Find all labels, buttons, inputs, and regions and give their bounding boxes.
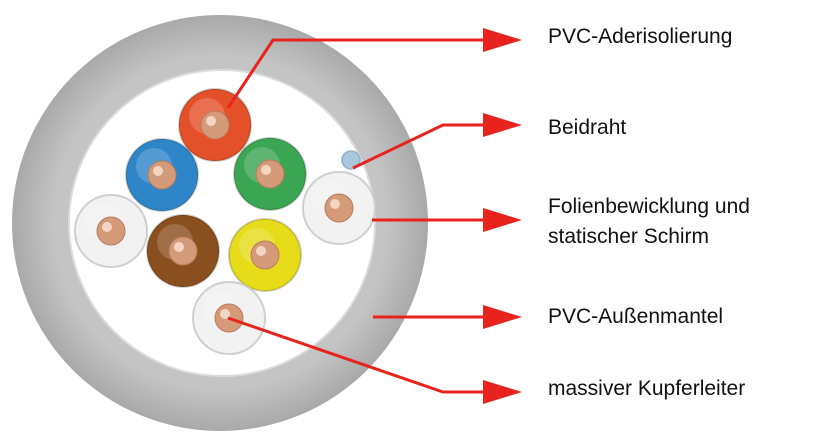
arrowhead-3 [483, 208, 522, 232]
core-white-right-copper-conductor [324, 193, 354, 223]
core-blue-copper-shine [153, 166, 163, 176]
core-white-bottom-copper-shine [220, 309, 230, 319]
label-pvc-core-insulation: PVC-Aderisolierung [548, 25, 733, 48]
label-foil-shield: Folienbewicklung und statischer Schirm [548, 192, 750, 252]
arrow-drain-wire [352, 123, 490, 170]
core-orange-copper-shine [206, 116, 216, 126]
core-green-copper-conductor [255, 159, 285, 189]
core-yellow-copper-conductor [250, 240, 280, 270]
arrowhead-2 [483, 113, 522, 137]
core-yellow-copper-shine [256, 246, 266, 256]
core-blue-copper-conductor [147, 160, 177, 190]
core-white-left [74, 194, 148, 268]
arrow-solid-copper [227, 316, 490, 394]
label-outer-jacket: PVC-Außenmantel [548, 305, 724, 328]
core-yellow [228, 218, 302, 292]
core-green [233, 137, 307, 211]
arrowhead-4 [483, 305, 522, 329]
core-white-right [302, 171, 376, 245]
core-brown [146, 214, 220, 288]
label-drain-wire: Beidraht [548, 116, 627, 139]
core-brown-copper-conductor [168, 236, 198, 266]
core-green-copper-shine [261, 165, 271, 175]
label-foil-shield-line1: Folienbewicklung und [548, 195, 750, 218]
core-white-left-copper-conductor [96, 216, 126, 246]
arrow-pvc-core-insulation [226, 38, 490, 109]
label-foil-shield-line2: statischer Schirm [548, 225, 710, 248]
core-white-left-copper-shine [102, 222, 112, 232]
arrowhead-5 [483, 380, 522, 404]
core-orange-copper-conductor [200, 110, 230, 140]
label-solid-copper: massiver Kupferleiter [548, 377, 746, 400]
core-blue [125, 138, 199, 212]
core-orange [178, 88, 252, 162]
core-white-right-copper-shine [330, 199, 340, 209]
core-brown-copper-shine [174, 242, 184, 252]
arrowhead-1 [483, 28, 522, 52]
drain-wire [341, 150, 361, 170]
